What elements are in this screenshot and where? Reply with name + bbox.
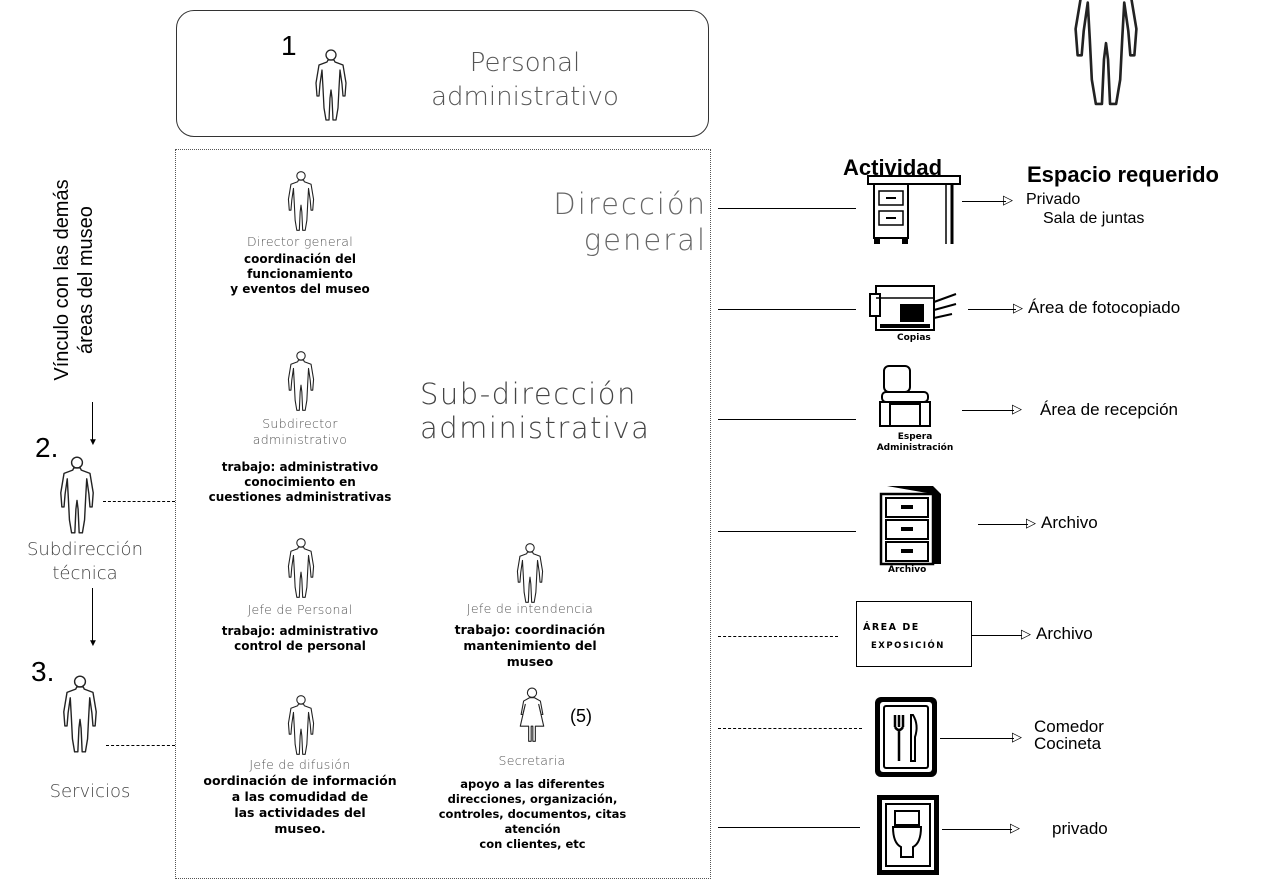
space-label: privado	[1052, 819, 1108, 838]
space-label: Comedor Cocineta	[1034, 717, 1104, 753]
space-label: Archivo	[1036, 624, 1093, 643]
admin-staff-container	[175, 149, 711, 879]
role-title: Jefe de difusión	[249, 757, 351, 772]
space-label: Privado Sala de juntas	[1026, 191, 1145, 227]
department-title: Sub-dirección administrativa	[420, 377, 651, 445]
role-title: Jefe de intendencia	[466, 601, 594, 616]
toilet-icon	[877, 795, 939, 875]
connector	[92, 588, 93, 643]
role-title: Director general	[246, 234, 354, 249]
header-number: 1	[281, 30, 297, 61]
arrow-head: ▷	[1003, 192, 1013, 207]
node-number: 2.	[35, 432, 59, 463]
activity-caption: Archivo	[888, 565, 927, 575]
person-icon	[60, 456, 94, 534]
person-icon	[287, 538, 315, 598]
header-title: Personal administrativo	[431, 48, 619, 112]
connector	[718, 309, 856, 310]
node-label: Servicios	[49, 781, 131, 802]
arrow-head: ▼	[88, 437, 98, 448]
role-title: Secretaria	[498, 753, 566, 768]
activity-caption: ÁREA DE	[863, 622, 920, 633]
arrow-head: ▷	[1012, 729, 1022, 744]
node-label: Subdirección técnica	[27, 539, 143, 584]
connector	[106, 745, 175, 746]
header-box	[176, 10, 709, 137]
person-icon	[1074, 0, 1138, 106]
arrow-head: ▷	[1010, 820, 1020, 835]
secretary-count: (5)	[570, 706, 592, 726]
column-header-space: Espacio requerido	[1027, 162, 1219, 187]
node-number: 3.	[31, 656, 55, 687]
connector	[718, 636, 838, 637]
person-icon	[287, 171, 315, 231]
arrow-head: ▷	[1021, 626, 1031, 641]
connector	[92, 402, 93, 442]
connector	[718, 728, 862, 729]
desk-icon	[867, 175, 961, 244]
person-icon	[315, 49, 347, 121]
role-title: Jefe de Personal	[247, 602, 353, 617]
activity-caption: EXPOSICIÓN	[871, 641, 945, 651]
person-icon	[287, 351, 315, 411]
department-title: Dirección general	[553, 187, 707, 257]
arrow-head: ▼	[88, 638, 98, 649]
dining-icon	[875, 697, 937, 777]
arrow-line	[978, 524, 1028, 525]
connector	[103, 501, 175, 502]
person-icon	[516, 543, 544, 603]
person-icon	[287, 695, 315, 755]
file-cabinet-icon	[879, 486, 941, 566]
connector	[718, 208, 856, 209]
arrow-line	[962, 201, 1006, 202]
connector	[718, 419, 856, 420]
space-label: Archivo	[1041, 513, 1098, 532]
space-label: Área de recepción	[1040, 400, 1178, 419]
activity-caption: Copias	[897, 333, 931, 343]
arrow-head: ▷	[1012, 401, 1022, 416]
arrow-line	[972, 635, 1022, 636]
arrow-line	[968, 309, 1016, 310]
woman-icon	[519, 687, 545, 742]
space-label: Área de fotocopiado	[1028, 298, 1181, 317]
arrow-head: ▷	[1026, 515, 1036, 530]
copier-icon	[869, 285, 957, 331]
connector	[718, 827, 860, 828]
arrow-line	[940, 738, 1014, 739]
arrow-line	[942, 829, 1012, 830]
exhibit-sign-icon: ÁREA DE EXPOSICIÓN	[856, 601, 972, 667]
waiting-chair-icon	[879, 365, 931, 427]
connector	[718, 531, 856, 532]
arrow-line	[962, 410, 1014, 411]
arrow-head: ▷	[1013, 300, 1023, 315]
person-icon	[63, 675, 97, 753]
